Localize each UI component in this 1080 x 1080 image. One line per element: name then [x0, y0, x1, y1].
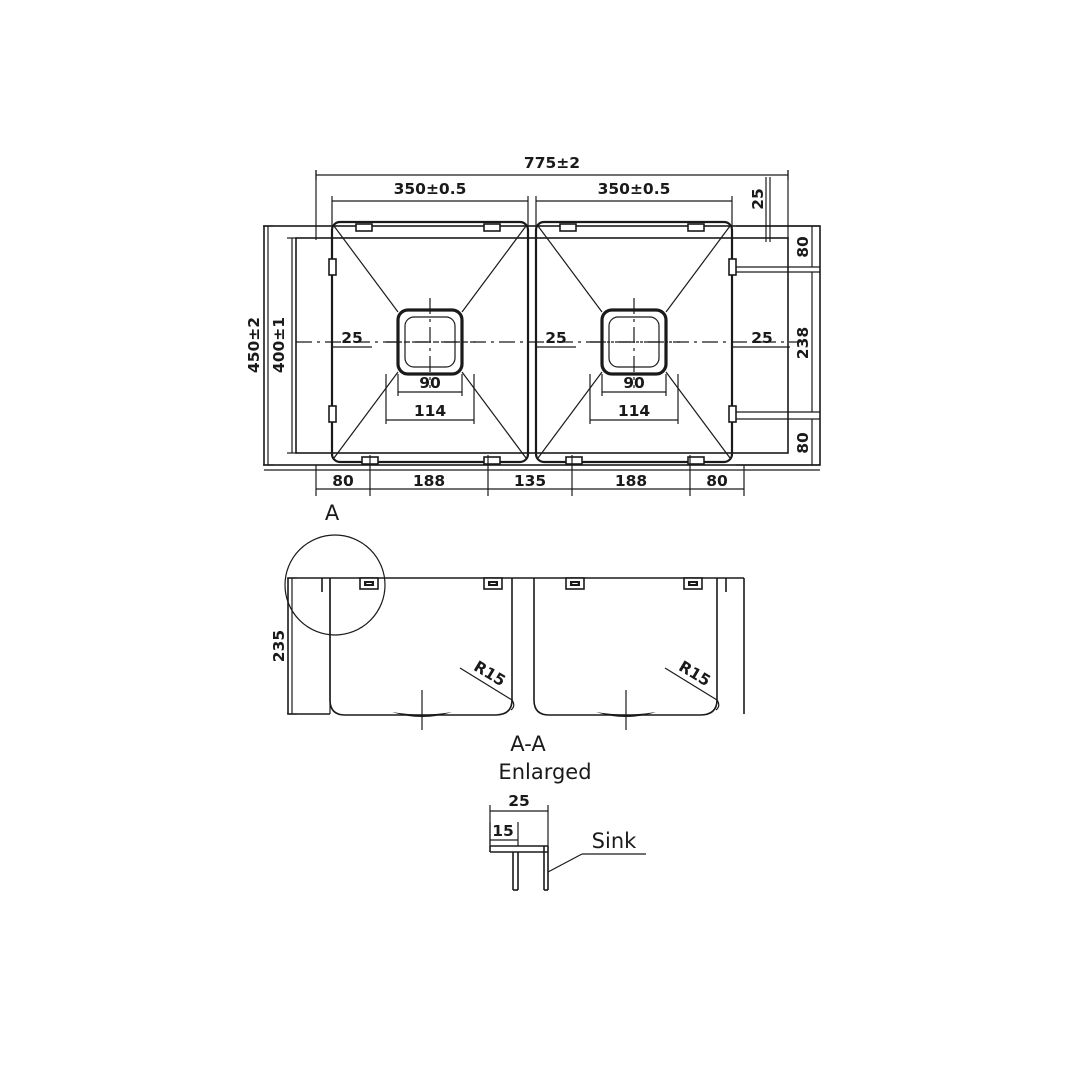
dim-bottom-188-right: 188	[615, 472, 647, 490]
dim-bottom-80-left: 80	[332, 472, 354, 490]
right-bowl-taper-bl	[537, 371, 603, 459]
dim-overall-height-text: 450±2	[245, 317, 263, 373]
top-view-group: 775±2 350±0.5 350±0.5 450±2	[245, 154, 821, 496]
dim-detail-15: 15	[489, 822, 519, 846]
radius-callout-right-text: R15	[676, 657, 714, 690]
detail-bubble-a	[284, 534, 386, 636]
right-bowl-taper-br	[665, 371, 731, 459]
left-bowl-clip-top-1	[355, 223, 373, 232]
radius-callout-left: R15	[459, 657, 515, 711]
front-clip-1	[359, 577, 379, 590]
detail-profile	[489, 845, 549, 891]
dim-detail-25-text: 25	[508, 792, 530, 810]
dim-overall-width: 775±2	[315, 154, 789, 240]
dim-left-drain-90-text: 90	[419, 374, 441, 392]
sink-leader: Sink	[547, 829, 646, 873]
dim-right-drain-114-text: 114	[618, 402, 651, 420]
dim-bottom-80-right: 80	[706, 472, 728, 490]
right-bowl-clip-bottom-1	[565, 456, 583, 465]
dim-right-drain-114: 114	[589, 374, 679, 424]
front-left-bowl-profile	[329, 578, 513, 716]
dim-front-depth-text: 235	[270, 630, 288, 662]
dim-bottom-chain: 80 188 135 188 80	[264, 455, 820, 496]
left-bowl-clip-bottom-2	[483, 456, 501, 465]
dim-inner-height: 400±1	[270, 237, 297, 454]
right-bowl-taper-tl	[537, 225, 603, 313]
left-bowl-clip-top-2	[483, 223, 501, 232]
dim-rim-right-25: 25	[733, 329, 790, 348]
dim-left-drain-114: 114	[385, 374, 475, 424]
left-bowl-taper-bl	[333, 371, 399, 459]
front-clip-4	[683, 577, 703, 590]
dim-right-bowl-width-text: 350±0.5	[598, 180, 671, 198]
right-bowl-clip-side-1	[728, 258, 737, 276]
detail-bubble-label-a: A	[325, 501, 340, 525]
detail-view-group: A-A Enlarged 25	[489, 732, 646, 891]
dim-right-238-text: 238	[794, 327, 812, 359]
front-clip-3	[565, 577, 585, 590]
dim-right-80-bottom-text: 80	[794, 432, 812, 454]
front-view-group: A 235 R15 R15	[270, 501, 745, 730]
dim-right-drain-90-text: 90	[623, 374, 645, 392]
right-bowl-clip-bottom-2	[687, 456, 705, 465]
dim-right-80-top-text: 80	[794, 236, 812, 258]
right-bowl-clip-top-1	[559, 223, 577, 232]
dim-gap-center-25: 25	[537, 329, 576, 348]
outer-plate-outline	[263, 225, 821, 466]
dim-inner-height-text: 400±1	[270, 317, 288, 373]
dim-rim-left-25-text: 25	[341, 329, 363, 347]
dim-bottom-135-center: 135	[514, 472, 546, 490]
radius-callout-left-text: R15	[471, 657, 509, 690]
front-clip-2	[483, 577, 503, 590]
dim-right-drain-90: 90	[601, 374, 667, 396]
sink-leader-label: Sink	[592, 829, 637, 853]
left-bowl-taper-tr	[461, 225, 527, 313]
left-bowl-group	[328, 220, 530, 465]
dim-right-bowl-width: 350±0.5	[535, 180, 733, 228]
dim-right-side-chain: 25 80 238 80	[736, 177, 820, 466]
dim-left-drain-90: 90	[397, 374, 463, 396]
dim-rim-right-25-text: 25	[751, 329, 773, 347]
right-bowl-taper-tr	[665, 225, 731, 313]
dim-left-bowl-width-text: 350±0.5	[394, 180, 467, 198]
detail-title-line1: A-A	[510, 732, 546, 756]
radius-callout-right: R15	[664, 657, 720, 711]
dim-front-depth: 235	[270, 577, 297, 715]
dim-right-25-text: 25	[749, 188, 767, 210]
dim-overall-width-text: 775±2	[524, 154, 580, 172]
dim-left-bowl-width: 350±0.5	[331, 180, 529, 228]
dim-overall-height: 450±2	[245, 225, 273, 466]
left-bowl-clip-side-2	[328, 405, 337, 423]
dim-bottom-188-left: 188	[413, 472, 445, 490]
left-bowl-taper-tl	[333, 225, 399, 313]
dim-rim-left-25: 25	[333, 329, 372, 348]
detail-title-line2: Enlarged	[498, 760, 591, 784]
left-bowl-taper-br	[461, 371, 527, 459]
right-bowl-clip-top-2	[687, 223, 705, 232]
dim-detail-15-text: 15	[492, 822, 514, 840]
dim-left-drain-114-text: 114	[414, 402, 447, 420]
left-bowl-clip-side-1	[328, 258, 337, 276]
right-bowl-clip-side-2	[728, 405, 737, 423]
inner-rim-outline	[295, 237, 789, 454]
dim-gap-center-25-text: 25	[545, 329, 567, 347]
